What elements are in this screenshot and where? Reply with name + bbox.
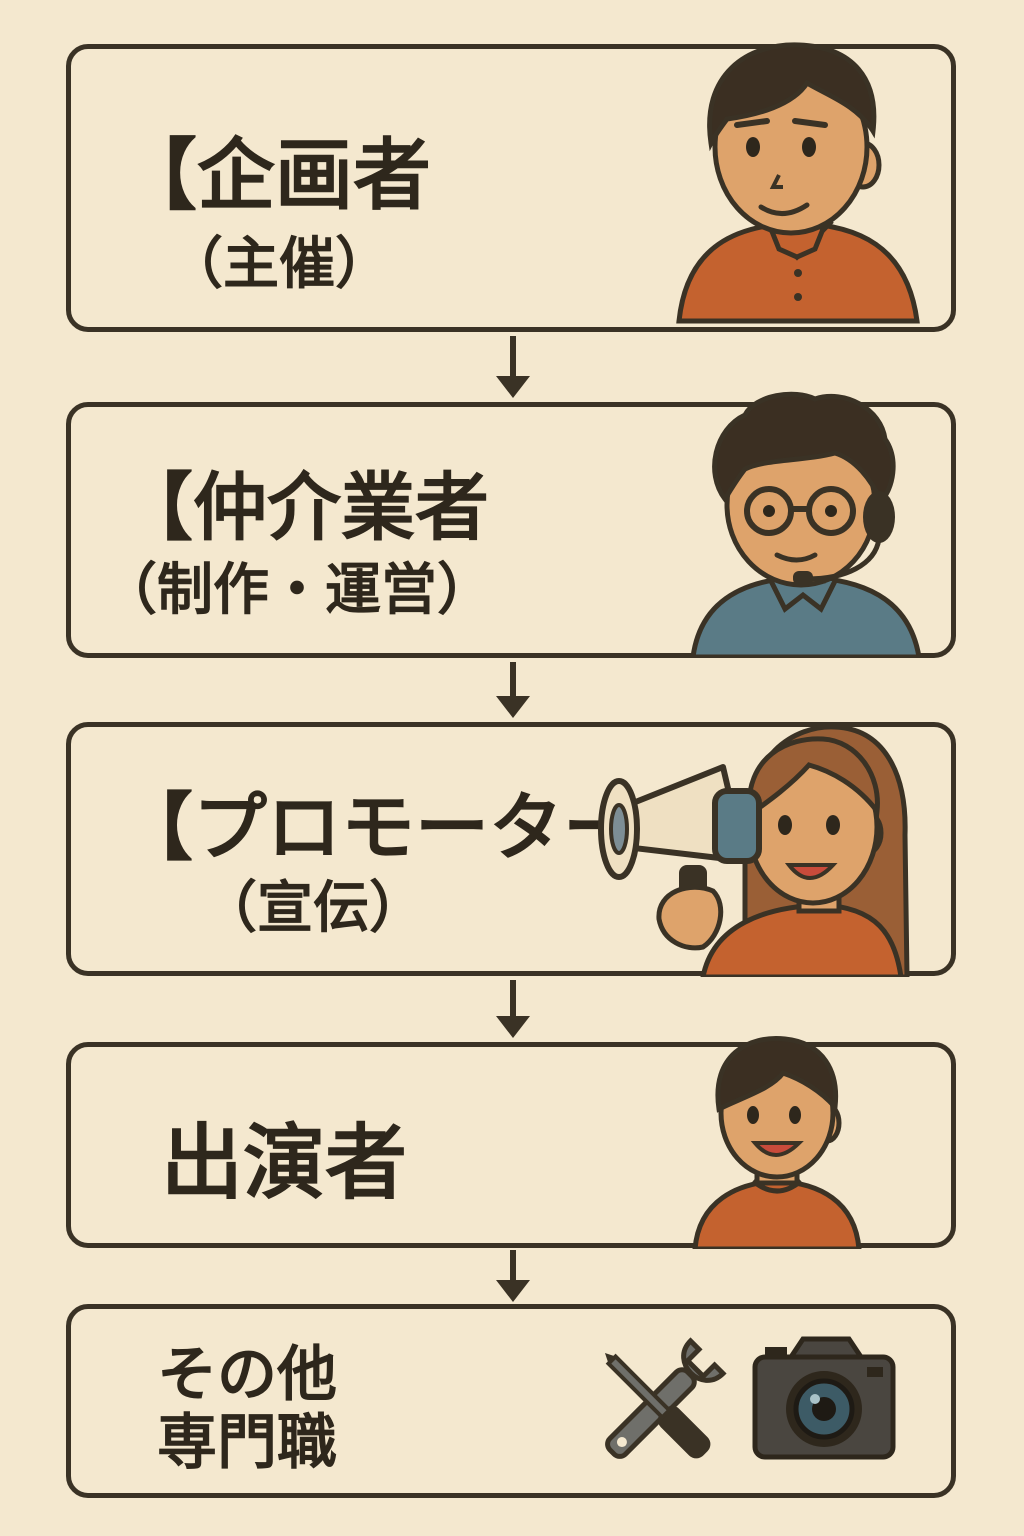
camera-icon bbox=[752, 1336, 896, 1460]
step-performer-box: 出演者 bbox=[66, 1036, 956, 1249]
step-subtitle: （宣伝） bbox=[201, 876, 425, 941]
step-other-specialists-box: その他 専門職 bbox=[66, 1304, 956, 1498]
flow-arrow bbox=[496, 980, 530, 1038]
planner-person-icon bbox=[676, 42, 920, 324]
step-promoter-box: 【プロモーター （宣伝） bbox=[66, 722, 956, 977]
step-subtitle: （主催） bbox=[167, 232, 391, 297]
flow-arrow bbox=[496, 1250, 530, 1302]
step-subtitle: （制作・運営） bbox=[101, 558, 493, 623]
step-title-line1: その他 bbox=[157, 1340, 337, 1410]
step-title: 【企画者 bbox=[119, 131, 432, 221]
step-title: 【プロモーター bbox=[119, 785, 637, 871]
step-title: 【仲介業者 bbox=[119, 465, 489, 551]
step-producer-box: 【仲介業者 （制作・運営） bbox=[66, 391, 956, 658]
flow-arrow bbox=[496, 336, 530, 398]
flow-arrow bbox=[496, 662, 530, 718]
performer-person-icon bbox=[692, 1036, 862, 1249]
wrench-screwdriver-icon bbox=[604, 1337, 727, 1459]
step-planner-box: 【企画者 （主催） bbox=[66, 42, 956, 332]
producer-headset-person-icon bbox=[690, 391, 922, 657]
promoter-megaphone-person-icon bbox=[598, 724, 910, 977]
step-title-line2: 専門職 bbox=[157, 1408, 337, 1478]
step-title: 出演者 bbox=[161, 1116, 408, 1211]
